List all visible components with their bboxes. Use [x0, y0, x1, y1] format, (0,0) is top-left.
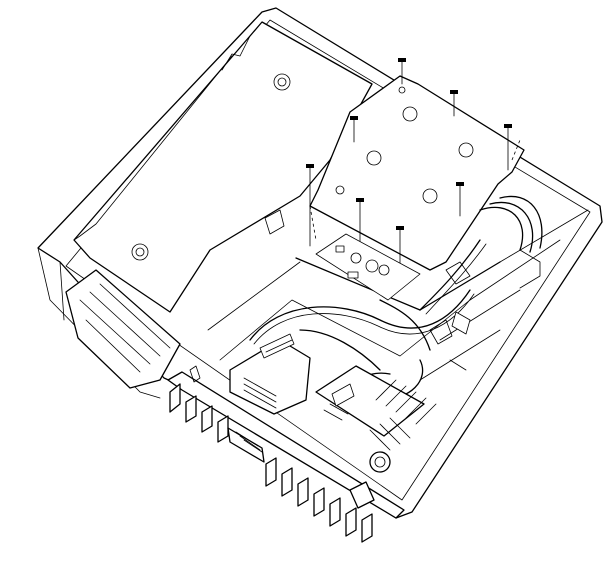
screw [456, 182, 464, 217]
front-heatsink [167, 371, 405, 543]
connector-board [229, 333, 311, 415]
shield-plate [309, 75, 525, 271]
screw [450, 90, 458, 117]
screw [398, 58, 406, 85]
pcb-under-shield [315, 233, 421, 301]
heatsink-board [315, 365, 425, 437]
screw [306, 164, 314, 247]
top-cover-plate [73, 21, 373, 313]
front-connector [189, 365, 391, 509]
screw [350, 116, 358, 143]
screw [504, 124, 512, 171]
screw [396, 226, 404, 269]
board-fins [369, 379, 437, 451]
rear-fan-duct [65, 269, 181, 389]
